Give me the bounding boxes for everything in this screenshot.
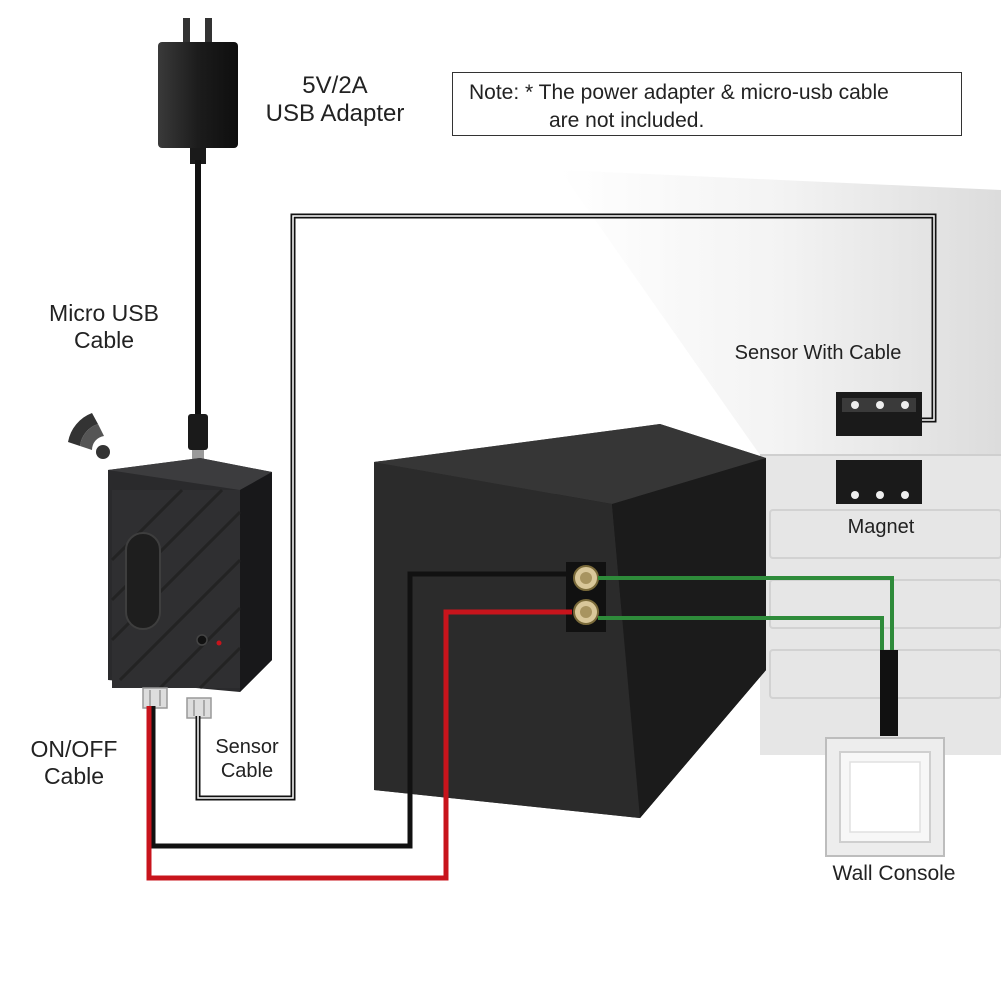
wifi-icon [68, 413, 110, 459]
sensor-block [836, 392, 922, 436]
micro-usb-label-line2: Cable [73, 327, 135, 354]
onoff-label-line1: ON/OFF [30, 736, 118, 762]
magnet-label: Magnet [847, 516, 915, 538]
adapter-label-line2: USB Adapter [265, 100, 405, 128]
opener-body [374, 424, 766, 818]
sensor-with-cable-label: Sensor With Cable [734, 342, 902, 364]
green-wire-lower [598, 616, 884, 652]
terminal-block [566, 562, 606, 632]
onoff-connector [142, 687, 168, 709]
note-line2: are not included. [549, 109, 705, 132]
onoff-label: ON/OFF Cable [4, 736, 144, 790]
micro-usb-label-line1: Micro USB [49, 300, 159, 326]
sensor-cable-label-line1: Sensor [215, 736, 279, 758]
console-cable [880, 650, 898, 736]
magnet-block [836, 460, 922, 504]
sensor-connector [186, 697, 212, 719]
micro-usb-cable [188, 160, 208, 464]
green-wire-upper [598, 576, 894, 652]
onoff-red-wire [146, 609, 572, 881]
usb-adapter-icon [158, 18, 238, 164]
adapter-label-line1: 5V/2A [302, 72, 368, 99]
wall-console-label: Wall Console [832, 862, 956, 885]
micro-usb-label: Micro USB Cable [24, 300, 184, 354]
sensor-cable-label: Sensor Cable [200, 736, 294, 783]
sensor-cable-wire-inner [197, 215, 935, 799]
sensor-cable-label-line2: Cable [220, 759, 274, 782]
note-box: Note: * The power adapter & micro-usb ca… [452, 72, 962, 136]
note-line1: Note: * The power adapter & micro-usb ca… [469, 81, 889, 104]
onoff-label-line2: Cable [43, 763, 105, 790]
wall-switch [825, 737, 945, 857]
controller-device [108, 458, 272, 692]
adapter-label: 5V/2A USB Adapter [242, 72, 428, 129]
onoff-black-wire [150, 571, 572, 849]
